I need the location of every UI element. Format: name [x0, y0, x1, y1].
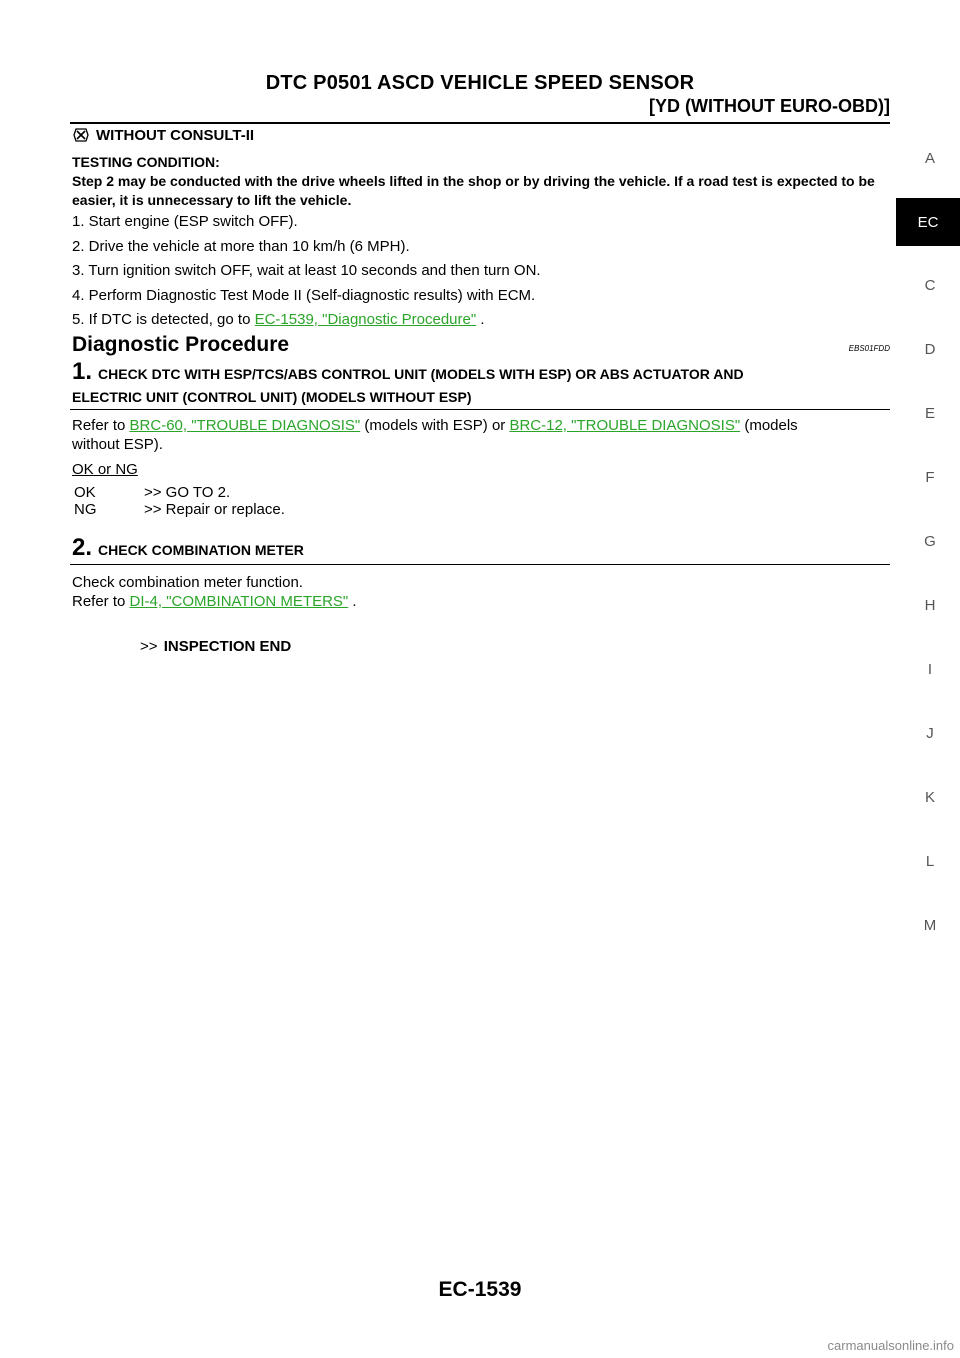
- result-ok: OK>> GO TO 2.: [74, 484, 231, 501]
- step-1-title-line2: ELECTRIC UNIT (CONTROL UNIT) (MODELS WIT…: [72, 389, 472, 405]
- procedure-steps: 1. Start engine (ESP switch OFF). 2. Dri…: [72, 212, 541, 335]
- section-tab-g[interactable]: G: [924, 533, 936, 550]
- ok-ng-results: OK>> GO TO 2. NG>> Repair or replace.: [74, 484, 285, 518]
- section-code: EBS01FDD: [848, 344, 890, 353]
- step-1-body: Refer to BRC-60, "TROUBLE DIAGNOSIS" (mo…: [72, 417, 798, 453]
- without-consult-title: WITHOUT CONSULT-II: [96, 126, 255, 144]
- page-number: EC-1539: [438, 1278, 522, 1301]
- header-divider: [70, 122, 890, 124]
- section-tab-c[interactable]: C: [924, 277, 936, 294]
- section-tab-a[interactable]: A: [924, 150, 935, 167]
- section-tab-e[interactable]: E: [924, 405, 935, 422]
- section-tab-l[interactable]: L: [925, 853, 935, 870]
- section-tab-j[interactable]: J: [926, 725, 934, 742]
- section-tab-ec[interactable]: EC: [896, 198, 960, 246]
- step-number: 1.: [72, 358, 93, 385]
- ok-ng-label: OK or NG: [72, 461, 138, 478]
- step-2-title: CHECK COMBINATION METER: [98, 542, 304, 558]
- section-tab-i[interactable]: I: [927, 661, 933, 678]
- section-tab-f[interactable]: F: [925, 469, 935, 486]
- without-consult-heading: WITHOUT CONSULT-II: [72, 126, 254, 144]
- di-4-link[interactable]: DI-4, "COMBINATION METERS": [129, 593, 349, 610]
- procedure-step: 4. Perform Diagnostic Test Mode II (Self…: [72, 286, 536, 304]
- testing-condition-label: TESTING CONDITION:: [72, 154, 220, 170]
- diagnostic-procedure-link[interactable]: EC-1539, "Diagnostic Procedure": [254, 311, 477, 328]
- procedure-step: 1. Start engine (ESP switch OFF).: [72, 213, 298, 230]
- section-title: Diagnostic Procedure: [72, 333, 290, 356]
- step-1-heading: 1. CHECK DTC WITH ESP/TCS/ABS CONTROL UNI…: [72, 358, 890, 405]
- section-tab-m[interactable]: M: [923, 917, 937, 934]
- section-tab-h[interactable]: H: [924, 597, 936, 614]
- step-2-body: Check combination meter function. Refer …: [72, 574, 357, 610]
- consult-cross-icon: [73, 128, 89, 142]
- procedure-step: 2. Drive the vehicle at more than 10 km/…: [72, 237, 410, 255]
- brc-60-link[interactable]: BRC-60, "TROUBLE DIAGNOSIS": [129, 417, 361, 434]
- testing-condition-text: Step 2 may be conducted with the drive w…: [72, 173, 875, 208]
- brc-12-link[interactable]: BRC-12, "TROUBLE DIAGNOSIS": [509, 417, 741, 434]
- step-number: 2.: [72, 534, 93, 561]
- section-tab-d[interactable]: D: [924, 341, 936, 358]
- step-1-title-line1: CHECK DTC WITH ESP/TCS/ABS CONTROL UNIT …: [98, 366, 744, 382]
- section-tab-k[interactable]: K: [924, 789, 935, 806]
- inspection-end: >> INSPECTION END: [140, 638, 292, 655]
- watermark: carmanualsonline.info: [827, 1338, 954, 1353]
- procedure-step-5: 5. If DTC is detected, go to EC-1539, "D…: [72, 311, 485, 328]
- step-2-heading: 2. CHECK COMBINATION METER: [72, 534, 890, 562]
- step-divider: [70, 409, 890, 410]
- page-subtitle: [YD (WITHOUT EURO-OBD)]: [649, 96, 890, 116]
- testing-condition: TESTING CONDITION: Step 2 may be conduct…: [72, 153, 892, 210]
- procedure-step: 3. Turn ignition switch OFF, wait at lea…: [72, 262, 541, 279]
- result-ng: NG>> Repair or replace.: [74, 501, 285, 518]
- step-divider: [70, 564, 890, 565]
- page-title: DTC P0501 ASCD VEHICLE SPEED SENSOR: [265, 72, 695, 94]
